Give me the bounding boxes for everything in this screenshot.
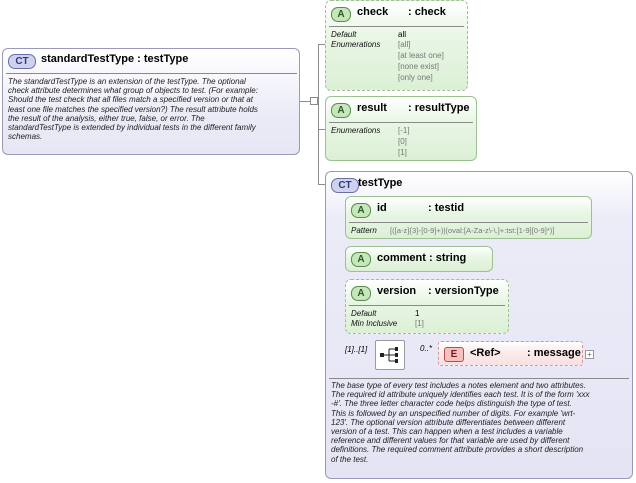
result-attribute-box[interactable]: A result : resultType Enumerations [-1] … [325,96,477,161]
connector-result [318,129,326,130]
version-default-label: Default [351,309,377,318]
check-default-value: all [398,30,407,39]
id-divider [349,222,588,223]
check-divider [329,26,464,27]
check-enum-1: [at least one] [398,51,444,60]
element-icon: E [444,347,464,362]
test-type-title: testType [358,177,403,189]
result-attribute-name: result [357,102,387,114]
result-divider [329,122,473,123]
result-enum-label: Enumerations [331,126,381,135]
check-enum-3: [only one] [398,73,433,82]
attribute-icon: A [331,103,351,118]
connector-main-h [300,101,310,102]
id-pattern-value: [([a-z]{3}-[0-9]+)|(oval:[A-Za-z\-\.]+:t… [390,226,555,235]
connector-testtype [318,184,326,185]
version-attribute-name: version [377,285,417,297]
check-default-label: Default [331,30,357,39]
result-enum-1: [0] [398,137,407,146]
result-enum-2: [1] [398,148,407,157]
version-attribute-type: : versionType [428,285,499,297]
title-divider [6,73,297,74]
message-element-box[interactable]: E <Ref> : message [438,341,583,366]
test-type-doc: The base type of every test includes a n… [331,381,590,464]
id-attribute-box[interactable]: A id : testid Pattern [([a-z]{3}-[0-9]+)… [345,196,592,239]
result-enum-0: [-1] [398,126,410,135]
message-element-type: : message [527,347,581,359]
expand-message-button[interactable]: + [585,350,594,359]
standard-test-type-title: standardTestType : testType [41,53,189,65]
sequence-cardinality: [1]..[1] [345,345,368,354]
id-attribute-type: : testid [428,202,465,214]
standard-test-type-box[interactable]: CT standardTestType : testType The stand… [2,48,300,155]
attribute-icon: A [351,286,371,301]
result-attribute-type: : resultType [408,102,470,114]
version-min-value: [1] [415,319,424,328]
id-attribute-name: id [377,202,387,214]
check-enum-2: [none exist] [398,62,439,71]
comment-attribute-box[interactable]: A comment : string [345,246,493,272]
standard-test-type-doc: The standardTestType is an extension of … [8,77,258,142]
version-min-label: Min Inclusive [351,319,398,328]
check-attribute-box[interactable]: A check : check Default all Enumerations… [325,0,468,91]
sequence-icon [380,347,398,363]
connector-main-box [310,97,318,105]
version-divider [349,305,505,306]
complex-type-icon: CT [331,178,359,193]
version-default-value: 1 [415,309,420,318]
connector-check [318,44,326,45]
check-enum-0: [all] [398,40,411,49]
sequence-compositor[interactable] [375,340,405,370]
attribute-icon: A [351,252,371,267]
complex-type-icon: CT [8,54,36,69]
comment-attribute-name: comment [377,252,426,264]
attribute-icon: A [331,7,351,22]
test-type-doc-divider [329,378,629,379]
id-pattern-label: Pattern [351,226,377,235]
check-enum-label: Enumerations [331,40,381,49]
check-attribute-type: : check [408,6,446,18]
message-cardinality: 0..* [420,344,433,353]
message-element-ref: <Ref> [470,347,501,359]
version-attribute-box[interactable]: A version : versionType Default 1 Min In… [345,279,509,334]
attribute-icon: A [351,203,371,218]
connector-trunk [318,44,319,184]
check-attribute-name: check [357,6,389,18]
comment-attribute-type: : string [429,252,467,264]
